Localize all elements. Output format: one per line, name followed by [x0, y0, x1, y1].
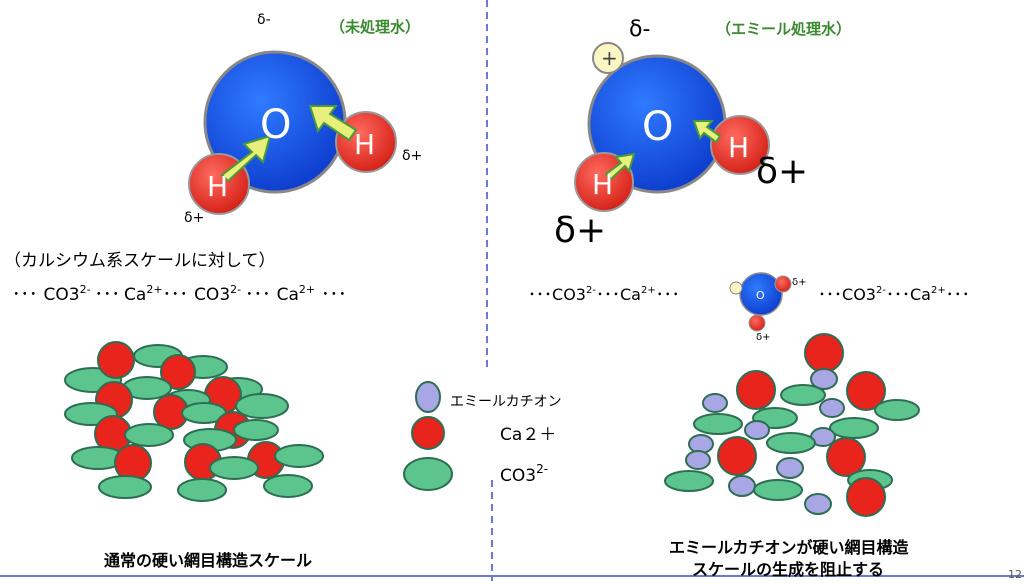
legend-co3-label: CO32-	[500, 462, 548, 486]
right-ion-chain-right: ･･･CO32-･･･Ca2+･･･	[818, 285, 970, 304]
left-arrow-lower	[220, 134, 272, 183]
cation	[776, 457, 804, 479]
left-hydrogen-label-left: H	[207, 170, 228, 203]
left-title: （未処理水）	[330, 18, 420, 36]
right-arrow-lower	[604, 152, 636, 181]
right-hydrogen-label-right: H	[728, 131, 749, 164]
right-caption-line1: エミールカチオンが硬い網目構造	[669, 538, 910, 557]
small-delta-plus-bottom: δ+	[756, 332, 771, 343]
left-caption: 通常の硬い網目構造スケール	[104, 551, 312, 570]
co3-ellipse	[263, 474, 313, 498]
left-delta-plus-left: δ+	[184, 210, 204, 226]
legend-co3-text: CO3	[500, 466, 536, 486]
right-delta-plus-right: δ+	[756, 151, 808, 192]
small-hydrogen-atom-bottom	[748, 314, 766, 332]
left-oxygen-label: O	[260, 102, 291, 148]
small-water-molecule: O δ+ δ+	[729, 272, 807, 343]
right-delta-plus-left: δ+	[554, 210, 606, 251]
right-title: （エミール処理水）	[716, 20, 851, 38]
co3-ellipse	[98, 475, 152, 499]
left-scale-cluster	[64, 341, 324, 502]
ca-ion	[97, 341, 135, 379]
right-plus-badge	[592, 42, 624, 74]
legend-co3-sup: 2-	[536, 462, 548, 476]
cation	[819, 398, 845, 418]
cation	[744, 420, 770, 440]
co3-ellipse	[753, 479, 803, 501]
right-ion-chain-left: ･･･CO32-･･･Ca2+･･･	[528, 285, 680, 304]
co3-ellipse	[233, 419, 279, 441]
co3-ellipse	[124, 423, 174, 447]
ca-ion	[160, 354, 196, 390]
co3-ellipse	[874, 399, 920, 421]
right-delta-minus: δ-	[629, 17, 650, 42]
co3-ellipse	[235, 393, 289, 419]
small-plus-badge	[729, 281, 743, 295]
cation	[810, 368, 838, 390]
legend-ca-label: Ca２＋	[500, 425, 556, 445]
page-number: 12	[1008, 568, 1022, 581]
left-hydrogen-label-right: H	[354, 128, 375, 161]
co3-ellipse	[664, 470, 714, 492]
co3-ellipse	[177, 478, 227, 502]
right-water-molecule: + O H H	[574, 42, 770, 212]
ca-ion	[846, 371, 886, 411]
legend	[403, 381, 453, 491]
co3-ellipse	[274, 444, 324, 468]
right-hydrogen-atom-right	[710, 115, 770, 175]
right-plus-sign: +	[601, 46, 618, 70]
cation	[702, 393, 728, 413]
legend-cation-swatch	[415, 381, 441, 413]
co3-ellipse	[693, 413, 743, 435]
co3-ellipse	[780, 384, 826, 406]
cation	[728, 475, 756, 497]
left-delta-minus: δ-	[257, 12, 271, 28]
small-delta-plus-right: δ+	[792, 277, 807, 288]
legend-ca-swatch	[411, 416, 445, 450]
right-arrow-upper	[692, 120, 722, 144]
cation	[685, 450, 711, 470]
cation	[804, 493, 832, 515]
left-arrow-upper	[308, 105, 358, 142]
ca-ion	[826, 437, 866, 477]
right-oxygen-label: O	[642, 104, 673, 150]
right-scale-cluster	[664, 333, 920, 517]
small-oxygen-atom	[739, 272, 783, 316]
right-hydrogen-label-left: H	[592, 168, 613, 201]
ca-ion	[846, 477, 886, 517]
target-label: （カルシウム系スケールに対して）	[4, 251, 276, 271]
ca-ion	[804, 333, 844, 373]
right-caption-line2: スケールの生成を阻止する	[692, 560, 884, 579]
co3-ellipse	[766, 432, 816, 454]
small-oxygen-label: O	[756, 289, 765, 302]
left-water-molecule: O H H	[188, 50, 397, 215]
legend-co3-swatch	[403, 457, 453, 491]
ca-ion	[736, 370, 776, 410]
co3-ellipse	[829, 417, 879, 439]
small-hydrogen-atom-right	[774, 275, 792, 293]
left-delta-plus-right: δ+	[402, 148, 422, 164]
co3-ellipse	[209, 456, 259, 480]
left-ion-chain: ･･･CO32-･･･Ca2+･･･CO32-･･･Ca2+･･･	[12, 283, 347, 305]
ca-ion	[717, 436, 757, 476]
legend-cation-label: エミールカチオン	[450, 394, 562, 410]
